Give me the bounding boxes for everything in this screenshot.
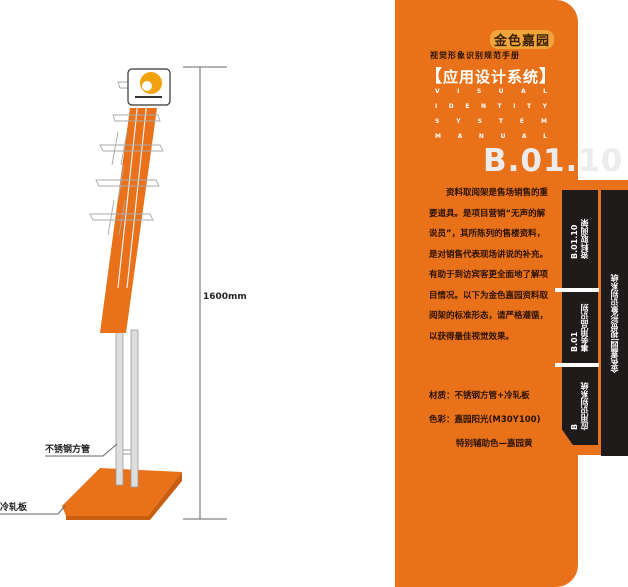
tube-callout: 不锈钢方管 <box>45 445 91 455</box>
english-letter: U <box>500 133 506 140</box>
material: 材质：不锈钢方管+冷轧板 <box>429 391 530 401</box>
english-letter: I <box>513 103 516 110</box>
side-label-bar: 金色嘉园|视觉形象识别系统 <box>601 190 628 456</box>
english-letter: Y <box>542 103 547 110</box>
page-code: B.01.10 <box>483 143 624 179</box>
english-letter: T <box>497 103 502 110</box>
base-plate <box>62 468 182 520</box>
info-panel: 金色嘉园 视觉形象识别规范手册 【应用设计系统】 V I S U A L I D E N T I T Y S… <box>395 0 622 587</box>
english-letter: E <box>465 103 470 110</box>
english-letter: N <box>478 133 484 140</box>
english-letter: N <box>480 103 486 110</box>
english-letter: A <box>521 133 527 140</box>
plate-callout: 冷轧板 <box>0 503 28 513</box>
brand-logo: 金色嘉园 <box>489 30 554 49</box>
section-title: 【应用设计系统】 <box>425 67 558 87</box>
english-letter: A <box>457 133 463 140</box>
dimension-label: 1600mm <box>203 292 247 302</box>
english-letter: T <box>526 103 532 110</box>
english-letter: V <box>435 88 440 95</box>
divider <box>555 288 599 292</box>
stand-column <box>100 108 157 333</box>
steel-poles <box>115 329 139 488</box>
rack-shelves <box>89 81 166 236</box>
brochure-racks <box>117 81 150 289</box>
dimension-line <box>183 66 227 520</box>
stand-logo-card <box>127 68 171 106</box>
tube-callout-line <box>45 443 118 457</box>
english-letter: M <box>435 133 441 140</box>
english-letter: T <box>498 118 503 125</box>
english-letter: E <box>519 118 525 125</box>
english-letter: U <box>498 88 504 95</box>
english-letter: L <box>543 88 547 95</box>
english-letter: A <box>521 88 526 95</box>
color-extra: 特别辅助色—嘉园黄 <box>456 439 533 449</box>
english-letter: S <box>476 88 482 95</box>
display-stand-drawing <box>0 66 227 520</box>
english-letter: D <box>448 103 454 110</box>
plate-callout-line <box>0 505 66 515</box>
english-letter: M <box>540 118 547 125</box>
english-letter: L <box>543 133 547 140</box>
manual-title: 视觉形象识别规范手册 <box>430 51 520 60</box>
divider <box>555 363 599 367</box>
english-letter: Y <box>456 118 461 125</box>
english-letter: S <box>435 118 440 125</box>
description: 资料取阅架是售场销售的重要道具。是项目营销“无声的解说员”，其所陈列的售楼资料，… <box>429 188 549 342</box>
english-letter: S <box>477 118 482 125</box>
color-spec: 色彩：嘉园阳光(M30Y100) <box>429 415 541 425</box>
english-letter: I <box>435 103 438 110</box>
english-letter: I <box>457 88 460 95</box>
